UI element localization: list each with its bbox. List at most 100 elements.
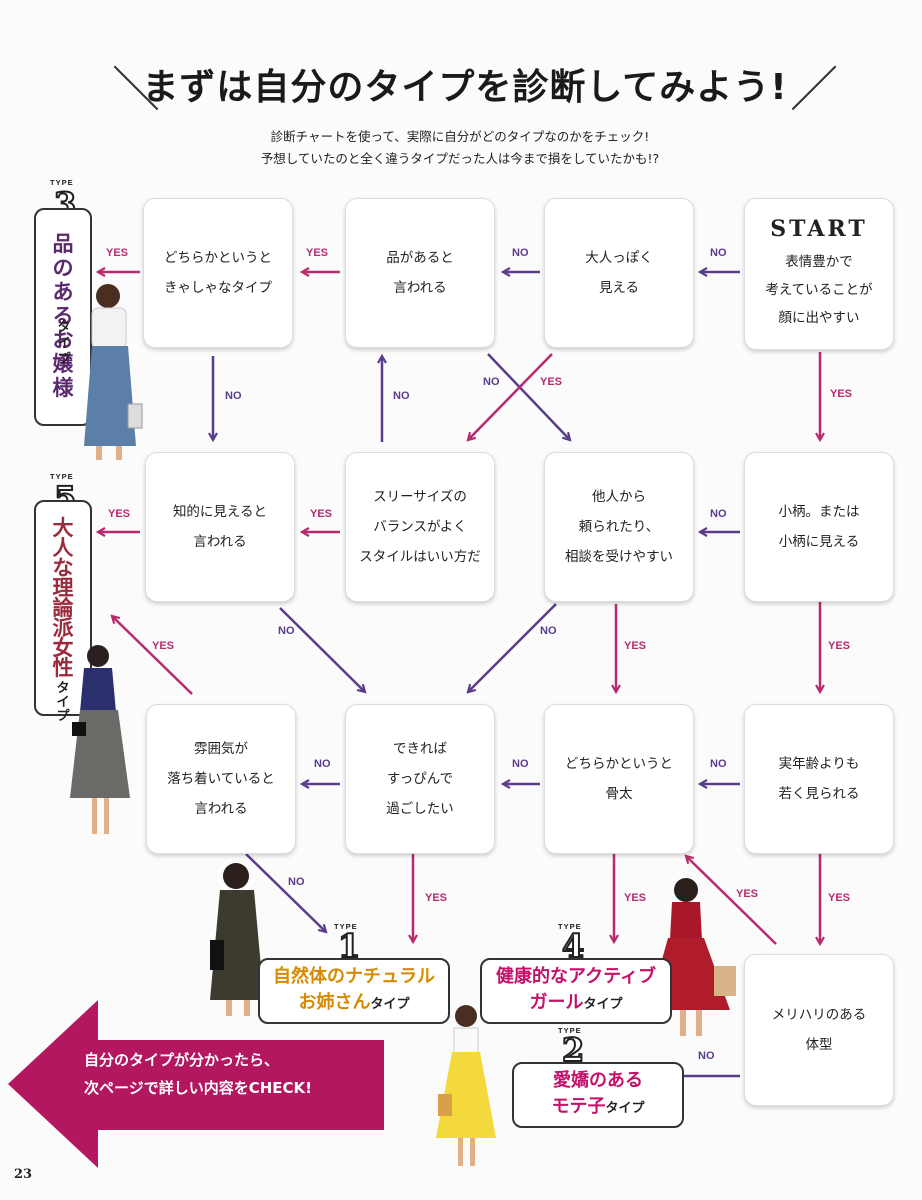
type-suffix: タイプ (583, 997, 623, 1012)
question-box-funiki[interactable]: 雰囲気が 落ち着いていると 言われる (146, 704, 296, 854)
type-char: 大 (52, 516, 74, 540)
title-slash-right: ／ (790, 62, 839, 118)
question-box-otona[interactable]: 大人っぽく 見える (544, 198, 694, 348)
question-line: 言われる (194, 801, 248, 817)
question-box-start[interactable]: START 表情豊かで 考えていることが 顔に出やすい (744, 198, 894, 350)
question-line: どちらかというと (565, 756, 673, 772)
result-type-3[interactable]: 品 の あ る お 嬢 様 (34, 208, 92, 426)
result-type-4[interactable]: 健康的なアクティブ ガールタイプ (480, 958, 672, 1024)
label-no: NO (512, 758, 529, 770)
question-box-hin[interactable]: 品があると 言われる (345, 198, 495, 348)
label-no: NO (512, 247, 529, 259)
arrow-yes (686, 856, 777, 945)
type-char: 様 (52, 376, 74, 400)
label-no: NO (710, 508, 727, 520)
question-box-three-size[interactable]: スリーサイズの バランスがよく スタイルはいい方だ (345, 452, 495, 602)
question-line: 表情豊かで (785, 254, 853, 270)
model-figure-type2 (436, 1005, 496, 1166)
type-suffix-char: プ (57, 352, 71, 367)
question-line: 品があると (386, 250, 454, 266)
question-line: 大人っぽく (585, 250, 653, 266)
arrow-yes (112, 616, 193, 695)
type-suffix-char: イ (56, 695, 70, 710)
type-number: 4 (561, 927, 585, 965)
question-box-suppin[interactable]: できれば すっぴんで 過ごしたい (345, 704, 495, 854)
result-type-2[interactable]: 愛嬌のある モテ子タイプ (512, 1062, 684, 1128)
question-box-merihari[interactable]: メリハリのある 体型 (744, 954, 894, 1106)
question-line: 骨太 (605, 786, 633, 802)
type-name-line: モテ子 (551, 1096, 606, 1117)
question-line: 小柄に見える (778, 534, 860, 550)
question-box-honebuto[interactable]: どちらかというと 骨太 (544, 704, 694, 854)
subtitle-line: 診断チャートを使って、実際に自分がどのタイプなのかをチェック! (270, 129, 650, 144)
question-box-chiteki[interactable]: 知的に見えると 言われる (145, 452, 295, 602)
label-yes: YES (106, 247, 129, 259)
type-name-line: 健康的なアクティブ (495, 966, 657, 987)
model-figure-type1 (210, 863, 264, 1016)
question-line: 見える (598, 280, 640, 296)
question-box-kyasha[interactable]: どちらかというと きゃしゃなタイプ (143, 198, 293, 348)
question-line: 顔に出やすい (778, 310, 860, 326)
label-yes: YES (108, 508, 131, 520)
label-yes: YES (152, 640, 175, 652)
type-char: 派 (52, 616, 74, 640)
label-yes: YES (828, 640, 851, 652)
model-figure-type5 (70, 645, 130, 834)
arrow-no (468, 603, 557, 692)
cta-line: 次ページで詳しい内容をCHECK! (84, 1079, 312, 1097)
question-line: バランスがよく (373, 519, 467, 535)
type-char: 論 (52, 596, 74, 620)
label-no: NO (314, 758, 331, 770)
type-suffix-char: タ (56, 681, 70, 696)
page-title: まずは自分のタイプを診断してみよう! (142, 67, 788, 108)
type-tag: TYPE (50, 472, 74, 481)
result-type-1[interactable]: 自然体のナチュラル お姉さんタイプ (258, 958, 450, 1024)
label-no: NO (483, 376, 500, 388)
arrow-no (279, 607, 365, 692)
type-suffix: タイプ (605, 1101, 645, 1116)
question-line: どちらかというと (164, 250, 272, 266)
question-box-kogara[interactable]: 小柄。または 小柄に見える (744, 452, 894, 602)
question-line: できれば (393, 741, 447, 757)
type-tag: TYPE (558, 1026, 582, 1035)
label-no: NO (393, 390, 410, 402)
subtitle: 診断チャートを使って、実際に自分がどのタイプなのかをチェック! 予想していたのと… (160, 126, 760, 170)
page-number: 23 (14, 1167, 33, 1182)
label-yes: YES (736, 888, 759, 900)
label-yes: YES (624, 640, 647, 652)
question-line: 体型 (805, 1037, 833, 1053)
result-type-5[interactable]: 大 人 な 理 論 派 女 性 タ イ プ (34, 500, 92, 724)
type-char: 品 (52, 232, 74, 256)
label-no: NO (288, 876, 305, 888)
label-no: NO (710, 758, 727, 770)
question-line: 相談を受けやすい (565, 549, 673, 565)
type-char: の (52, 256, 74, 280)
question-line: 言われる (393, 280, 447, 296)
type-char: 女 (52, 636, 74, 660)
label-no: NO (698, 1050, 715, 1062)
type-name-line: 自然体のナチュラル (273, 966, 435, 987)
label-yes: YES (306, 247, 329, 259)
question-line: すっぴんで (386, 771, 454, 787)
question-box-tanin[interactable]: 他人から 頼られたり、 相談を受けやすい (544, 452, 694, 602)
question-line: 考えていることが (765, 282, 873, 298)
question-line: スタイルはいい方だ (359, 549, 481, 565)
type-char: 性 (52, 656, 74, 680)
arrow-no (245, 853, 326, 932)
model-figure-type3 (84, 284, 143, 460)
question-line: 落ち着いていると (167, 771, 275, 787)
label-yes: YES (425, 892, 448, 904)
label-no: NO (225, 390, 242, 402)
label-yes: YES (828, 892, 851, 904)
type-char: あ (52, 280, 74, 304)
type-suffix-char: イ (57, 336, 71, 351)
question-box-jitsunen[interactable]: 実年齢よりも 若く見られる (744, 704, 894, 854)
question-line: 小柄。または (778, 504, 860, 520)
label-yes: YES (624, 892, 647, 904)
label-no: NO (278, 625, 295, 637)
type-suffix: タ イ プ (50, 320, 78, 368)
type-suffix-char: タ (57, 320, 71, 335)
type-tag: TYPE (50, 178, 74, 187)
